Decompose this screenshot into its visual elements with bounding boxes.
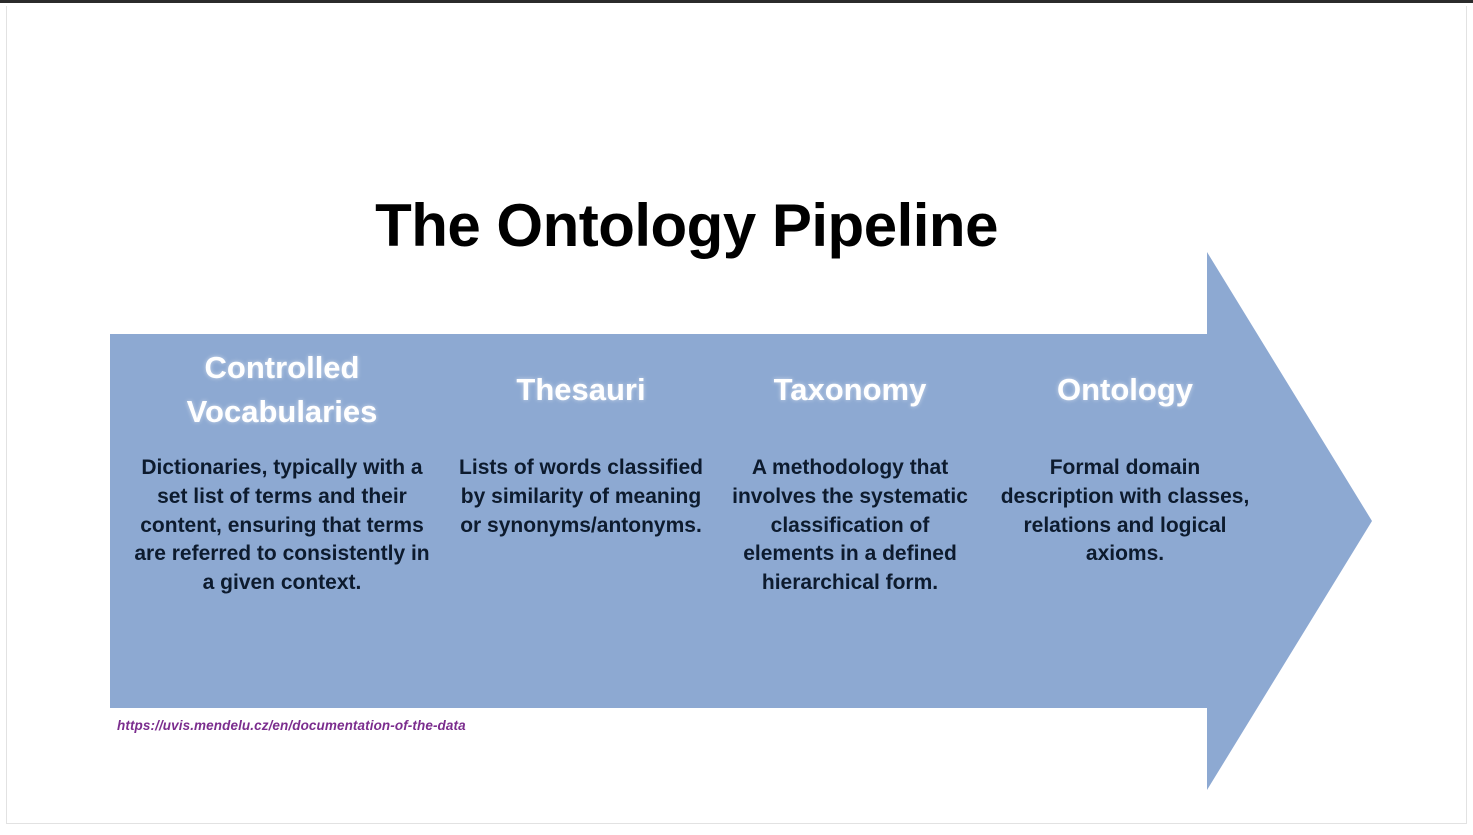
stage-description: A methodology that involves the systemat…	[732, 456, 968, 595]
stage-heading-wrapper: Ontology	[1000, 334, 1250, 446]
stage-heading-wrapper: Thesauri	[456, 334, 706, 446]
stage-heading-wrapper: Controlled Vocabularies	[132, 334, 432, 446]
stage-ontology: Ontology Formal domain description with …	[1000, 334, 1250, 569]
stage-heading: Controlled Vocabularies	[186, 349, 378, 429]
stage-heading-wrapper: Taxonomy	[724, 334, 976, 446]
stage-heading: Thesauri	[516, 371, 646, 407]
stage-columns: Controlled Vocabularies Dictionaries, ty…	[110, 334, 1290, 708]
stage-heading: Ontology	[1056, 371, 1194, 407]
page-title: The Ontology Pipeline	[375, 192, 998, 259]
slide-top-rule	[0, 0, 1473, 3]
stage-heading: Taxonomy	[773, 371, 927, 407]
stage-description: Dictionaries, typically with a set list …	[134, 456, 430, 595]
stage-thesauri: Thesauri Lists of words classified by si…	[456, 334, 706, 540]
source-url-link[interactable]: https://uvis.mendelu.cz/en/documentation…	[117, 718, 466, 733]
stage-controlled-vocabularies: Controlled Vocabularies Dictionaries, ty…	[132, 334, 432, 598]
stage-description: Formal domain description with classes, …	[1000, 456, 1250, 566]
stage-description: Lists of words classified by similarity …	[459, 456, 703, 537]
stage-taxonomy: Taxonomy A methodology that involves the…	[724, 334, 976, 598]
